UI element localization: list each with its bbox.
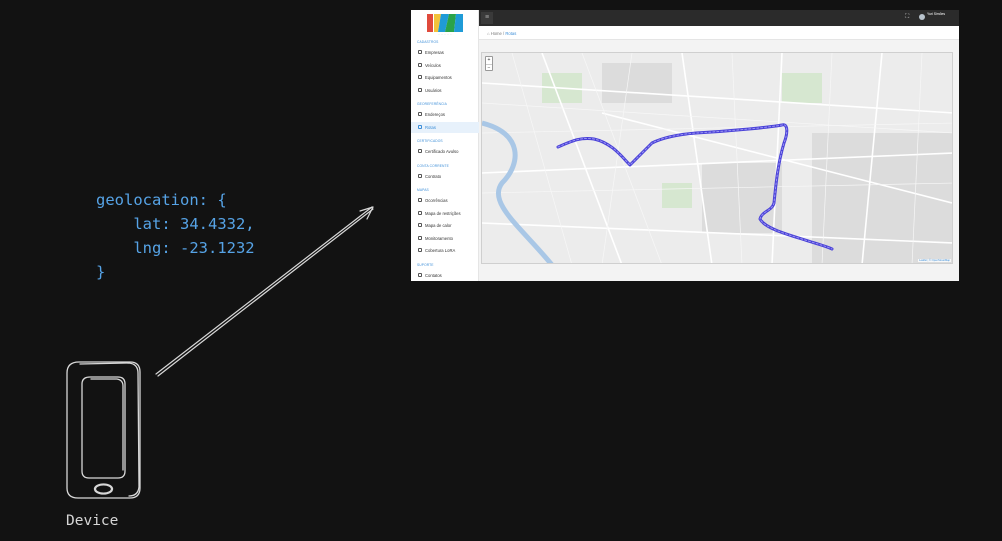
sidebar-item[interactable]: Rotas bbox=[411, 121, 479, 133]
signal-icon bbox=[418, 248, 422, 252]
hamburger-menu-button[interactable]: ≡ bbox=[481, 12, 493, 24]
zoom-control: + − bbox=[485, 56, 493, 71]
sidebar-item-label: Contatos bbox=[425, 272, 442, 278]
sidebar-section-title: MAPAS bbox=[417, 188, 429, 192]
breadcrumb-home[interactable]: Home bbox=[490, 31, 502, 36]
pin-icon bbox=[418, 112, 422, 116]
sidebar-item-label: Mapa de restrições bbox=[425, 210, 461, 216]
logo-subtitle: · · · · · · · · · · bbox=[437, 33, 453, 36]
certificate-icon bbox=[418, 149, 422, 153]
arrowhead-icon bbox=[359, 206, 374, 212]
user-icon bbox=[418, 87, 422, 92]
code-line: lat: 34.4332, bbox=[96, 215, 255, 233]
route-map[interactable]: + − Leaflet | © OpenStreetMap bbox=[481, 52, 953, 264]
sidebar-section-title: GEOREFERÊNCIA bbox=[417, 102, 447, 106]
sidebar-item[interactable]: Veículos bbox=[411, 60, 479, 71]
sidebar-item[interactable]: Contrato bbox=[411, 171, 479, 182]
sidebar-item-label: Cobertura LoRA bbox=[425, 248, 456, 253]
sidebar-item-label: Monitoramento bbox=[425, 235, 453, 241]
sidebar-item-label: Rotas bbox=[425, 124, 436, 130]
sidebar-item[interactable]: Mapa de restrições bbox=[411, 208, 479, 219]
geolocation-code-snippet: geolocation: { lat: 34.4332, lng: -23.12… bbox=[96, 188, 255, 284]
clock-icon bbox=[418, 210, 422, 215]
breadcrumb: ⌂ Home / Rotas bbox=[479, 26, 959, 40]
sidebar-item-label: Mapa de calor bbox=[425, 223, 452, 228]
sidebar-item[interactable]: Monitoramento bbox=[411, 233, 479, 244]
device-label: Device bbox=[66, 513, 119, 529]
sidebar-item-label: Contrato bbox=[425, 173, 442, 179]
gauge-icon bbox=[418, 75, 422, 79]
sidebar-item[interactable]: Mapa de calor bbox=[411, 220, 479, 231]
logo-icon bbox=[427, 14, 463, 32]
sidebar-section-title: SUPORTE bbox=[417, 262, 434, 267]
zoom-out-button[interactable]: − bbox=[486, 64, 492, 71]
sidebar-item[interactable]: Empresas bbox=[411, 47, 479, 58]
user-name[interactable]: Yuri Simões bbox=[927, 12, 946, 16]
code-line: geolocation: { bbox=[96, 191, 227, 209]
breadcrumb-current: Rotas bbox=[505, 31, 517, 36]
sidebar-section-title: CADASTROS bbox=[417, 40, 439, 44]
sidebar-item-label: Endereços bbox=[425, 112, 446, 117]
code-line: } bbox=[96, 263, 106, 281]
sidebar-item[interactable]: Contatos bbox=[411, 270, 479, 281]
sidebar-item[interactable]: Certificado Avulso bbox=[411, 146, 479, 157]
route-icon bbox=[418, 124, 422, 129]
sidebar-section-title: CONTA CORRENTE bbox=[417, 163, 449, 168]
sidebar-item-label: Certificado Avulso bbox=[425, 149, 459, 154]
sidebar-item[interactable]: Cobertura LoRA bbox=[411, 245, 479, 256]
river bbox=[482, 120, 554, 263]
sidebar-item[interactable]: Usuários bbox=[411, 85, 479, 96]
sidebar-item-label: Usuários bbox=[425, 87, 442, 93]
zoom-in-button[interactable]: + bbox=[487, 57, 491, 63]
building-icon bbox=[418, 50, 422, 54]
home-icon: ⌂ bbox=[487, 31, 490, 36]
sidebar-section-title: CERTIFICADOS bbox=[417, 139, 443, 143]
sidebar-item-label: Equipamentos bbox=[425, 75, 452, 80]
contract-icon bbox=[418, 173, 422, 178]
sidebar-item-label: Veículos bbox=[425, 62, 441, 68]
app-topbar: ≡ ⛶ Yuri Simões bbox=[479, 10, 959, 26]
avatar[interactable] bbox=[919, 14, 925, 20]
sidebar-item[interactable]: Equipamentos bbox=[411, 72, 479, 83]
sidebar-item[interactable]: Endereços bbox=[411, 109, 479, 120]
truck-icon bbox=[418, 62, 422, 67]
device-icon bbox=[66, 361, 141, 499]
phone-icon bbox=[418, 272, 422, 277]
code-line: lng: -23.1232 bbox=[96, 239, 255, 257]
sidebar-item-label: Empresas bbox=[425, 50, 444, 55]
eye-icon bbox=[418, 235, 422, 240]
grid-icon bbox=[418, 223, 422, 227]
fullscreen-icon[interactable]: ⛶ bbox=[905, 14, 910, 20]
alert-icon bbox=[418, 198, 422, 202]
arrow-connector bbox=[155, 206, 374, 377]
sidebar-item-label: Ocorrências bbox=[425, 198, 448, 203]
map-attribution[interactable]: Leaflet | © OpenStreetMap bbox=[918, 259, 951, 262]
sidebar-item[interactable]: Ocorrências bbox=[411, 195, 479, 206]
map-tiles bbox=[482, 53, 952, 263]
